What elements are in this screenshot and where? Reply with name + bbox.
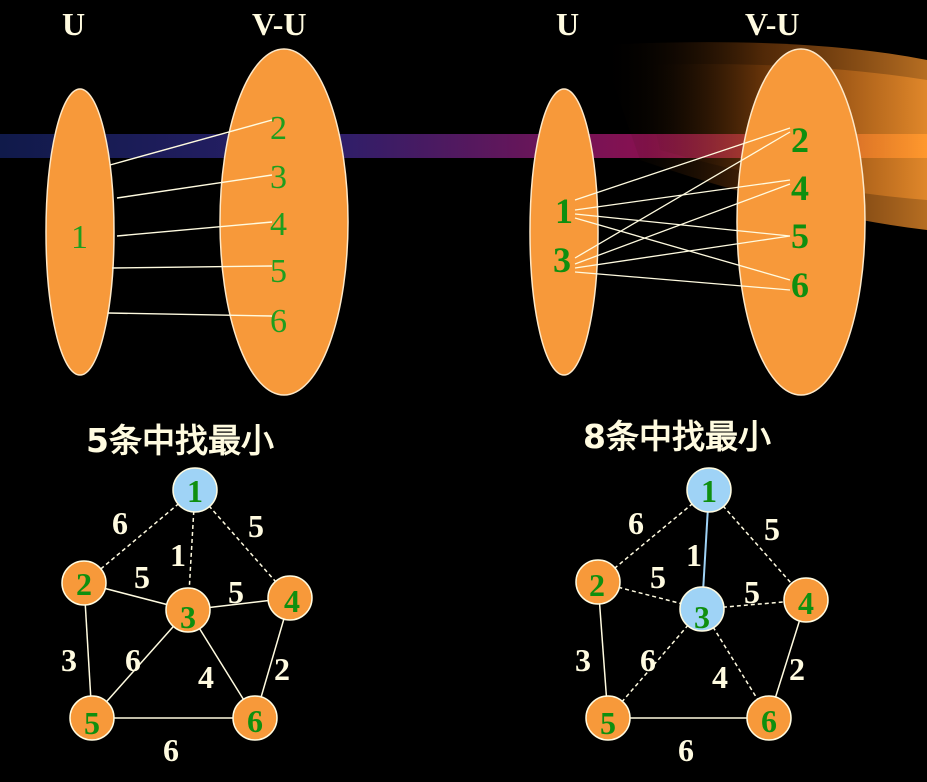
edge-weight: 5: [228, 574, 244, 610]
tree-node-1: [172, 467, 218, 513]
right-graph: 1 2 3 4 5 6 6 5 1 5 5 3 6 4 2 6: [575, 467, 829, 768]
node-label: 3: [180, 599, 196, 635]
u-set-ellipse: [45, 88, 115, 376]
u-set-ellipse: [529, 88, 599, 376]
node-label: 6: [247, 703, 263, 739]
vu-node-label: 2: [791, 120, 809, 160]
vu-set-label: V-U: [745, 6, 800, 42]
node-label: 1: [701, 473, 717, 509]
vu-node-label: 5: [791, 216, 809, 256]
graph-node-5: [585, 695, 631, 741]
node-label: 2: [589, 567, 605, 603]
node-label: 1: [187, 473, 203, 509]
graph-node-2: [61, 560, 107, 606]
u-set-label: U: [556, 6, 579, 42]
vu-node-label: 4: [791, 168, 809, 208]
node-label: 5: [84, 705, 100, 741]
graph-node-4: [783, 577, 829, 623]
vu-node-label: 6: [270, 303, 287, 340]
u-node-label: 1: [71, 219, 88, 256]
node-label: 5: [600, 705, 616, 741]
right-partition-panel: U V-U 1 3 2 4 5 6 8条中找最小: [529, 6, 866, 456]
vu-node-label: 5: [270, 253, 287, 290]
edge-weight: 6: [678, 732, 694, 768]
vu-node-label: 3: [270, 159, 287, 196]
node-label: 6: [761, 703, 777, 739]
graph-node-2: [575, 559, 621, 605]
edge-weight: 2: [789, 651, 805, 687]
u-set-label: U: [62, 6, 85, 42]
tree-node-1: [686, 467, 732, 513]
edge-weight: 5: [764, 511, 780, 547]
graph-node-4: [267, 575, 313, 621]
panel-caption: 8条中找最小: [583, 417, 771, 456]
tree-node-3: [679, 586, 725, 632]
vu-set-label: V-U: [252, 6, 307, 42]
edge-weight: 6: [163, 732, 179, 768]
cross-edges: [574, 127, 791, 291]
graph-node-3: [165, 587, 211, 633]
edge-weight: 6: [628, 505, 644, 541]
edge-weight: 3: [61, 642, 77, 678]
left-partition-panel: U V-U 1 2 3 4 5 6 5条中找最小: [45, 6, 349, 460]
u-node-label: 3: [553, 240, 571, 280]
node-label: 3: [694, 599, 710, 635]
vu-node-label: 6: [791, 265, 809, 305]
edge-weight: 5: [744, 574, 760, 610]
edge-weight: 6: [125, 642, 141, 678]
edge-weight: 4: [712, 659, 728, 695]
u-node-label: 1: [555, 191, 573, 231]
edge-weight: 6: [640, 642, 656, 678]
edge-weight: 5: [650, 559, 666, 595]
graph-node-6: [746, 695, 792, 741]
node-label: 2: [76, 566, 92, 602]
edge-weight: 1: [170, 537, 186, 573]
panel-caption: 5条中找最小: [86, 421, 274, 460]
cross-edges: [107, 119, 273, 317]
edge-weight: 6: [112, 505, 128, 541]
edge-weight: 4: [198, 659, 214, 695]
vu-set-ellipse: [219, 48, 349, 396]
vu-node-label: 4: [270, 206, 287, 243]
graph-node-5: [69, 695, 115, 741]
graph-node-6: [232, 695, 278, 741]
edge-weight: 2: [274, 651, 290, 687]
vu-node-label: 2: [270, 110, 287, 147]
node-label: 4: [798, 585, 814, 621]
edge-weight: 3: [575, 642, 591, 678]
node-label: 4: [284, 583, 300, 619]
left-graph: 1 2 3 4 5 6 6 5 1 5 5 3 6 4 2 6: [61, 467, 313, 768]
edge-weight: 1: [686, 537, 702, 573]
edge-weight: 5: [248, 508, 264, 544]
edge-weight: 5: [134, 559, 150, 595]
